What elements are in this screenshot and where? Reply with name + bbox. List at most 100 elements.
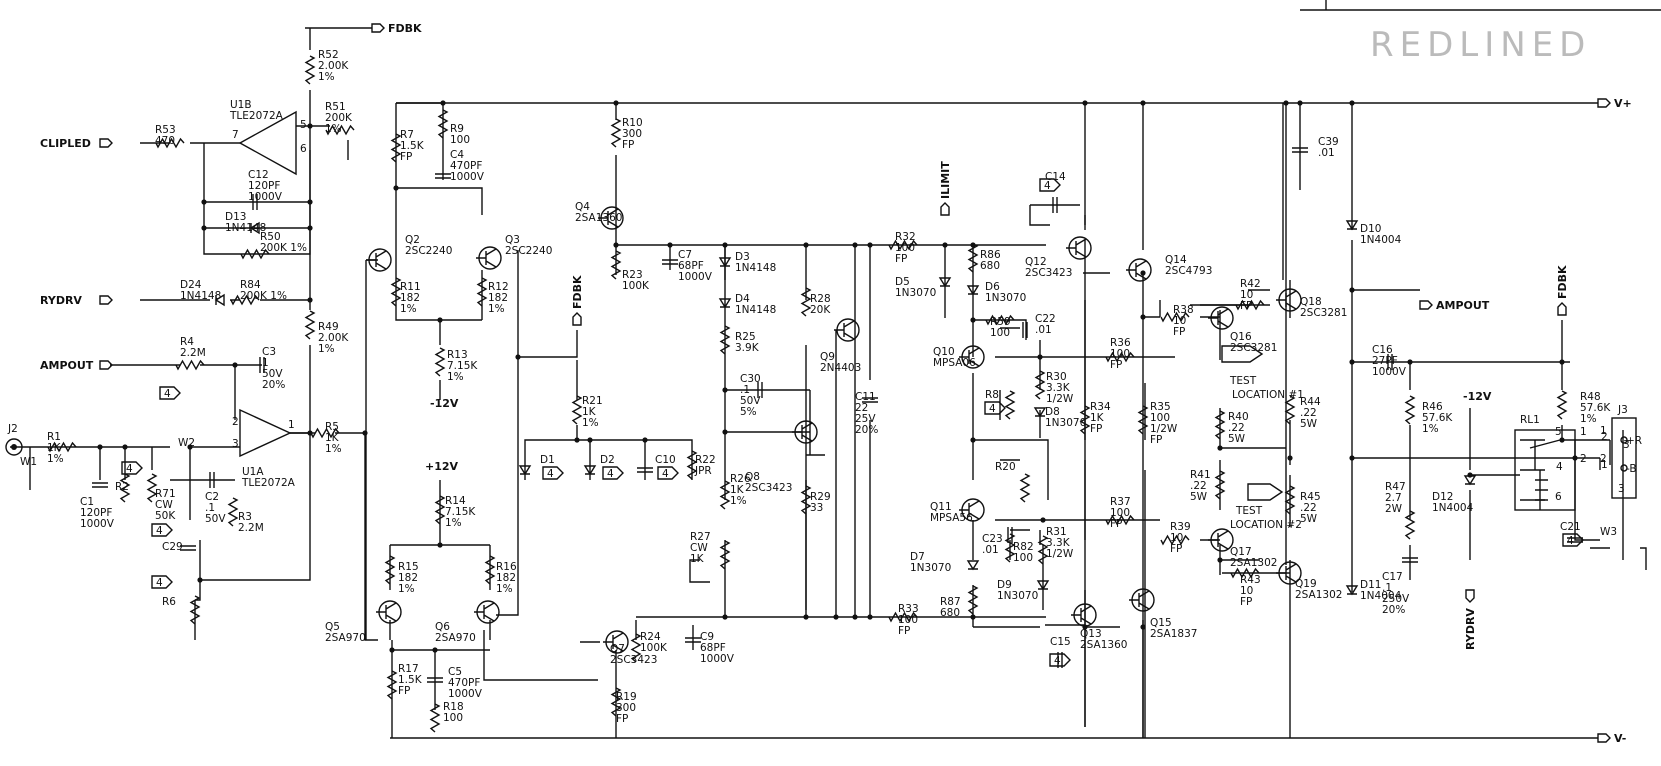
ref-r44: R44 [1300,396,1321,408]
ref-r25: R25 [735,331,756,343]
net-minus12-left[interactable]: -12V [430,397,459,410]
symbol-r16 [484,555,496,585]
value-r33: FP [898,625,910,637]
net-plus12[interactable]: +12V [425,460,459,473]
symbol-c12 [252,194,258,210]
pin-number: 2 [232,416,239,428]
net-rydrv-left[interactable]: RYDRV [40,294,113,307]
value-r21: 1K [582,406,597,418]
value-c12: 1000V [248,191,283,203]
ref-c3: C3 [262,346,276,358]
symbol-c9 [685,637,701,643]
ref-d12: D12 [1432,491,1453,503]
value-r27: CW [690,542,708,554]
value-r42: 10 [1240,289,1253,301]
ref-w1: W1 [20,456,37,468]
note-tag: 4 [121,461,143,475]
ref-q2: Q2 [405,234,420,246]
net-minus12-right[interactable]: -12V [1463,390,1492,403]
value-r34: FP [1090,423,1102,435]
symbol-r17 [386,670,398,700]
value-c9: 68PF [700,642,726,654]
value-r50: 200K 1% [260,242,307,254]
net-vminus[interactable]: V- [1597,732,1626,745]
ref-r37: R37 [1110,496,1131,508]
net-rydrv-bottom[interactable]: RYDRV [1464,589,1477,650]
value-r23: 100K [622,280,650,292]
svg-text:4: 4 [164,388,171,400]
net-clipled[interactable]: CLIPLED [40,137,113,150]
symbol-r46 [1404,395,1416,425]
value-q12: 2SC3423 [1025,267,1072,279]
svg-text:LOCATION #1: LOCATION #1 [1232,389,1304,401]
symbol-c10 [637,467,653,473]
net-fdbk-right[interactable]: FDBK [1556,265,1569,316]
symbol-c16 [1387,354,1393,370]
symbol-r84 [230,294,260,306]
net-ampout-right[interactable]: AMPOUT [1419,299,1490,312]
net-ampout-left[interactable]: AMPOUT [40,359,113,372]
value-d13: 1N4148 [225,222,266,234]
svg-text:CLIPLED: CLIPLED [40,137,91,150]
symbol-r27 [719,540,731,570]
value-q16: 2SC3281 [1230,342,1277,354]
pin-number: 6 [1555,491,1562,503]
net-fdbk-top[interactable]: FDBK [371,22,422,35]
symbol-q5 [376,600,402,624]
value-d10: 1N4004 [1360,234,1402,246]
value-c7: 1000V [678,271,713,283]
symbol-r31 [1037,535,1049,565]
value-c12: 120PF [248,180,280,192]
value-r87: 680 [940,607,960,619]
ref-c14: C14 [1045,171,1066,183]
svg-text:4: 4 [1044,180,1051,192]
symbol-c11 [862,397,878,403]
symbol-r12 [476,277,488,307]
svg-text:TEST: TEST [1229,375,1257,387]
ref-q12: Q12 [1025,256,1047,268]
ref-r43: R43 [1240,574,1261,586]
ref-r36: R36 [1110,337,1131,349]
value-r13: 7.15K [447,360,478,372]
label-c39: C39.01 [1318,136,1339,159]
pin-number: 2 [1600,453,1607,465]
symbol-q17 [1208,528,1234,552]
net-fdbk-mid[interactable]: FDBK [571,275,584,326]
symbol-r40 [1214,410,1226,440]
value-r30: 3.3K [1046,382,1071,394]
net-ilimit[interactable]: ILIMIT [939,161,952,216]
ref-d24: D24 [180,279,202,291]
value-r52: 2.00K [318,60,349,72]
value-r28: 20K [810,304,831,316]
ref-r35: R35 [1150,401,1171,413]
connector-j3[interactable] [1611,417,1637,499]
value-r26: 1% [730,495,747,507]
ref-r34: R34 [1090,401,1111,413]
value-r1: 1K [47,442,62,454]
value-d3: 1N4148 [735,262,776,274]
symbol-c30 [757,382,763,398]
ref-q16: Q16 [1230,331,1252,343]
label-r3: R32.2M [238,511,264,534]
net-vplus[interactable]: V+ [1597,97,1632,110]
label-r8: R8 [985,389,999,401]
connector-j2[interactable] [5,438,23,456]
ref-d2: D2 [600,454,615,466]
value-c5: 1000V [448,688,483,700]
ref-r8: R8 [985,389,999,401]
ref-q3: Q3 [505,234,520,246]
